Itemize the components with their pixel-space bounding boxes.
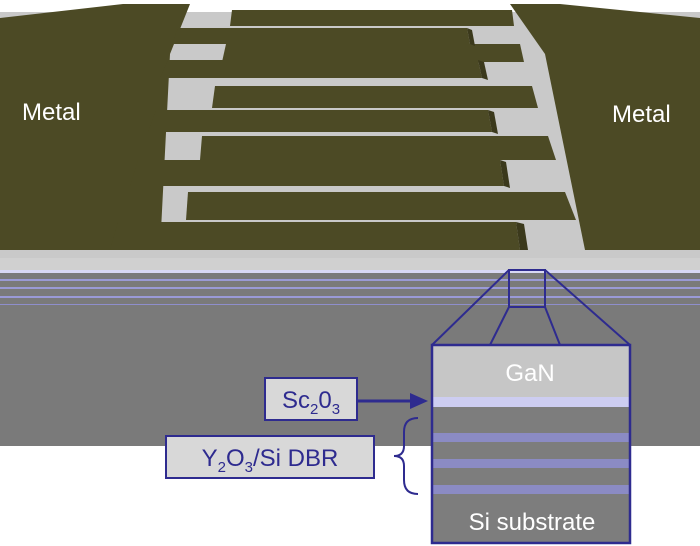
dbr-label: Y2O3/Si DBR bbox=[202, 445, 339, 476]
inset-dbr-layer bbox=[432, 433, 630, 442]
zoom-line-outer-right bbox=[544, 269, 631, 346]
inset-dbr-layer bbox=[432, 459, 630, 468]
dbr-brace bbox=[393, 417, 419, 495]
finger bbox=[212, 86, 538, 108]
dbr-edge-layer bbox=[0, 304, 700, 305]
metal-pad-right bbox=[510, 4, 700, 250]
finger bbox=[130, 160, 504, 186]
zoom-source-box bbox=[508, 269, 546, 308]
dbr-edge-layer bbox=[0, 296, 700, 298]
sc2o3-label-box bbox=[264, 377, 358, 421]
finger-shading bbox=[467, 28, 528, 250]
inset-substrate bbox=[432, 407, 630, 543]
finger bbox=[186, 192, 576, 220]
dbr-edge-layer bbox=[0, 287, 700, 289]
cross-section-inset: GaN Si substrate bbox=[430, 343, 632, 545]
inset-border bbox=[430, 343, 632, 545]
zoom-line-left bbox=[489, 306, 510, 346]
finger bbox=[230, 10, 514, 26]
metal-pad-left bbox=[0, 4, 190, 250]
zoom-line-right bbox=[544, 306, 561, 346]
zoom-line-outer-left bbox=[431, 269, 510, 346]
finger bbox=[160, 60, 482, 78]
left-fingers bbox=[110, 28, 520, 250]
sc2o3-label: Sc203 bbox=[282, 387, 340, 418]
sc2o3-arrow-head bbox=[410, 393, 428, 409]
finger bbox=[148, 110, 492, 132]
dbr-label-box bbox=[165, 435, 375, 479]
inset-sc2o3-layer bbox=[432, 397, 630, 407]
sc2o3-edge-strip bbox=[0, 270, 700, 273]
finger bbox=[200, 136, 556, 160]
metal-label-left: Metal bbox=[22, 99, 81, 126]
finger bbox=[172, 28, 470, 44]
gan-edge-strip bbox=[0, 258, 700, 270]
gan-label: GaN bbox=[505, 360, 554, 387]
finger bbox=[222, 44, 524, 62]
finger bbox=[110, 222, 520, 250]
inset-gan-layer bbox=[432, 345, 630, 397]
dbr-edge-layer bbox=[0, 279, 700, 281]
si-substrate-label: Si substrate bbox=[469, 509, 596, 536]
inset-dbr-layer bbox=[432, 485, 630, 494]
right-fingers bbox=[186, 10, 576, 220]
metal-label-right: Metal bbox=[612, 101, 671, 128]
